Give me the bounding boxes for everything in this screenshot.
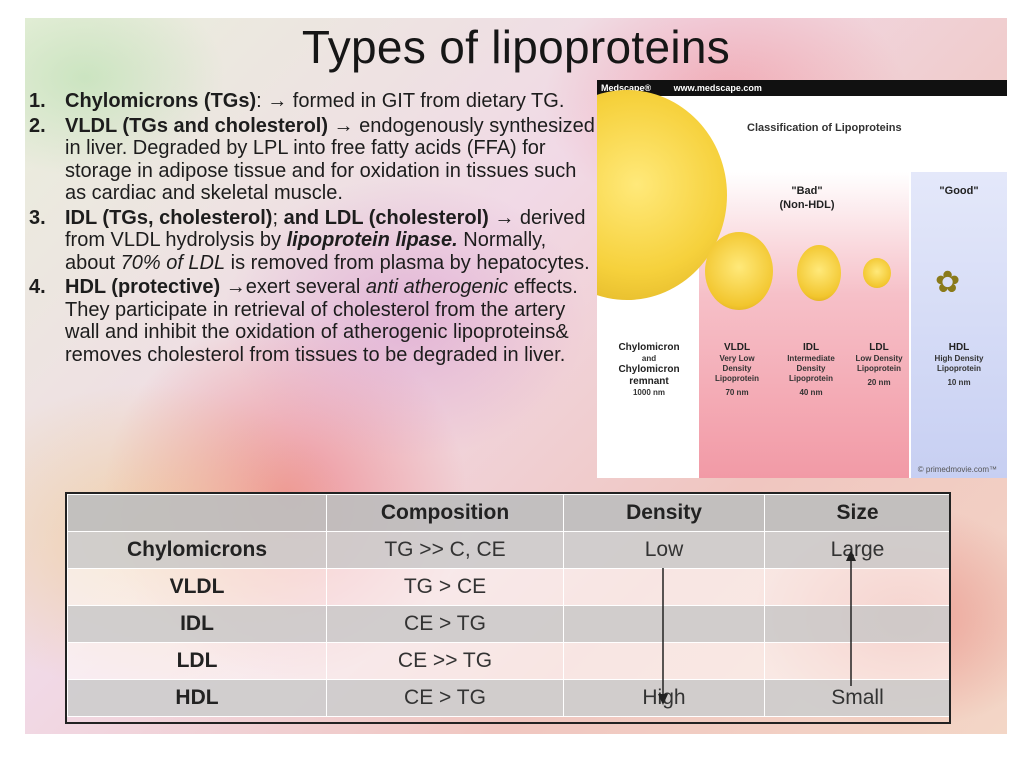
item-italic: 70% of LDL <box>120 251 226 274</box>
particle-name: remnant <box>629 376 669 387</box>
particle-desc: Low Density Lipoprotein <box>855 354 903 373</box>
table-row: IDL CE > TG <box>67 605 951 643</box>
list-item: 2. VLDL (TGs and cholesterol) → endogeno… <box>29 115 599 205</box>
figure-header: Medscape® www.medscape.com <box>597 80 1007 96</box>
vldl-particle <box>705 232 773 310</box>
table-row: VLDL TG > CE <box>67 568 951 606</box>
table-cell <box>563 568 765 606</box>
table-cell: HDL <box>67 679 327 717</box>
item-number: 3. <box>29 206 46 229</box>
particle-sub: and <box>641 354 657 363</box>
table-header: Size <box>764 494 951 532</box>
item-heading: VLDL (TGs and cholesterol) <box>65 114 328 137</box>
lipoprotein-classification-figure: Medscape® www.medscape.com Classificatio… <box>597 80 1007 478</box>
item-italic: anti atherogenic <box>365 276 509 298</box>
good-zone <box>911 172 1007 478</box>
table-cell <box>764 642 951 680</box>
particle-size: 20 nm <box>867 378 891 387</box>
lipoprotein-table: Composition Density Size Chylomicrons TG… <box>67 494 951 717</box>
table-cell: CE > TG <box>326 679 564 717</box>
table-row: HDL CE > TG High Small <box>67 679 951 717</box>
list-item: 4. HDL (protective) →exert several anti … <box>29 276 599 366</box>
table-cell <box>764 605 951 643</box>
particle-name: VLDL <box>723 342 751 353</box>
table-cell: Low <box>563 531 765 569</box>
table-header-row: Composition Density Size <box>67 494 951 532</box>
particle-label-chylomicron: Chylomicron and Chylomicron remnant 1000… <box>599 342 699 398</box>
item-text: : → formed in GIT from dietary TG. <box>256 90 565 112</box>
particle-name: Chylomicron <box>618 342 680 353</box>
particle-label-vldl: VLDL Very Low Density Lipoprotein 70 nm <box>707 342 767 398</box>
item-text: →exert several <box>220 276 366 298</box>
item-heading: HDL (protective) <box>65 276 221 298</box>
item-text: ; <box>272 206 284 229</box>
bad-label-sub: (Non-HDL) <box>779 199 835 211</box>
list-item: 3. IDL (TGs, cholesterol); and LDL (chol… <box>29 207 599 275</box>
item-number: 1. <box>29 90 46 112</box>
table-header: Density <box>563 494 765 532</box>
particle-label-ldl: LDL Low Density Lipoprotein 20 nm <box>849 342 909 388</box>
table-cell: Chylomicrons <box>67 531 327 569</box>
list-item: 1. Chylomicrons (TGs): → formed in GIT f… <box>29 90 599 113</box>
density-arrow-icon <box>658 568 668 705</box>
particle-desc: High Density Lipoprotein <box>934 354 984 373</box>
lipoprotein-list: 1. Chylomicrons (TGs): → formed in GIT f… <box>29 90 599 368</box>
table-cell <box>563 642 765 680</box>
size-arrow-icon <box>846 550 856 686</box>
slide: Types of lipoproteins 1. Chylomicrons (T… <box>25 18 1007 734</box>
item-emphasis: lipoprotein lipase. <box>286 229 458 251</box>
ldl-particle <box>863 258 891 288</box>
idl-particle <box>797 245 841 301</box>
bad-label-text: "Bad" <box>791 185 823 197</box>
item-text: is removed from plasma by hepatocytes. <box>225 251 590 274</box>
figure-url: www.medscape.com <box>673 83 762 93</box>
particle-size: 40 nm <box>799 388 823 397</box>
table-header <box>67 494 327 532</box>
item-text: effects. They participate in retrieval o… <box>65 276 578 366</box>
figure-source: Medscape® <box>601 83 652 93</box>
table-cell: CE >> TG <box>326 642 564 680</box>
table-header: Composition <box>326 494 564 532</box>
item-text: → derived from VLDL hydrolysis by <box>65 206 586 252</box>
particle-label-idl: IDL Intermediate Density Lipoprotein 40 … <box>775 342 847 398</box>
table-cell: TG >> C, CE <box>326 531 564 569</box>
figure-credit: © primedmovie.com™ <box>917 465 997 474</box>
particle-size: 10 nm <box>947 378 971 387</box>
particle-label-hdl: HDL High Density Lipoprotein 10 nm <box>923 342 995 388</box>
table-row: LDL CE >> TG <box>67 642 951 680</box>
item-heading: IDL (TGs, cholesterol) <box>65 206 273 229</box>
particle-size: 1000 nm <box>632 388 666 397</box>
table-row: Chylomicrons TG >> C, CE Low Large <box>67 531 951 569</box>
slide-title: Types of lipoproteins <box>301 21 731 73</box>
table-cell <box>563 605 765 643</box>
item-number: 4. <box>29 276 46 298</box>
item-text: → endogenously synthesized in liver. Deg… <box>65 114 595 205</box>
table-cell: Small <box>764 679 951 717</box>
particle-desc: Very Low Density Lipoprotein <box>715 354 759 383</box>
bad-zone <box>699 172 909 478</box>
hdl-particle-icon: ✿ <box>935 266 961 299</box>
table-cell: TG > CE <box>326 568 564 606</box>
figure-title: Classification of Lipoproteins <box>747 122 902 134</box>
particle-name: HDL <box>948 342 970 353</box>
particle-name: IDL <box>802 342 820 353</box>
item-number: 2. <box>29 114 46 137</box>
particle-desc: Intermediate Density Lipoprotein <box>787 354 835 383</box>
table-cell: LDL <box>67 642 327 680</box>
item-text: Normally, about <box>65 229 547 274</box>
item-heading: and LDL (cholesterol) <box>283 206 489 229</box>
particle-name: LDL <box>869 342 889 353</box>
table-cell: IDL <box>67 605 327 643</box>
good-label: "Good" <box>939 185 979 197</box>
table-cell: VLDL <box>67 568 327 606</box>
item-heading: Chylomicrons (TGs) <box>65 90 257 112</box>
bad-label: "Bad" (Non-HDL) <box>757 184 857 212</box>
table-cell: CE > TG <box>326 605 564 643</box>
particle-size: 70 nm <box>725 388 749 397</box>
particle-name: Chylomicron <box>618 364 680 375</box>
table-cell <box>764 568 951 606</box>
table-cell: Large <box>764 531 951 569</box>
